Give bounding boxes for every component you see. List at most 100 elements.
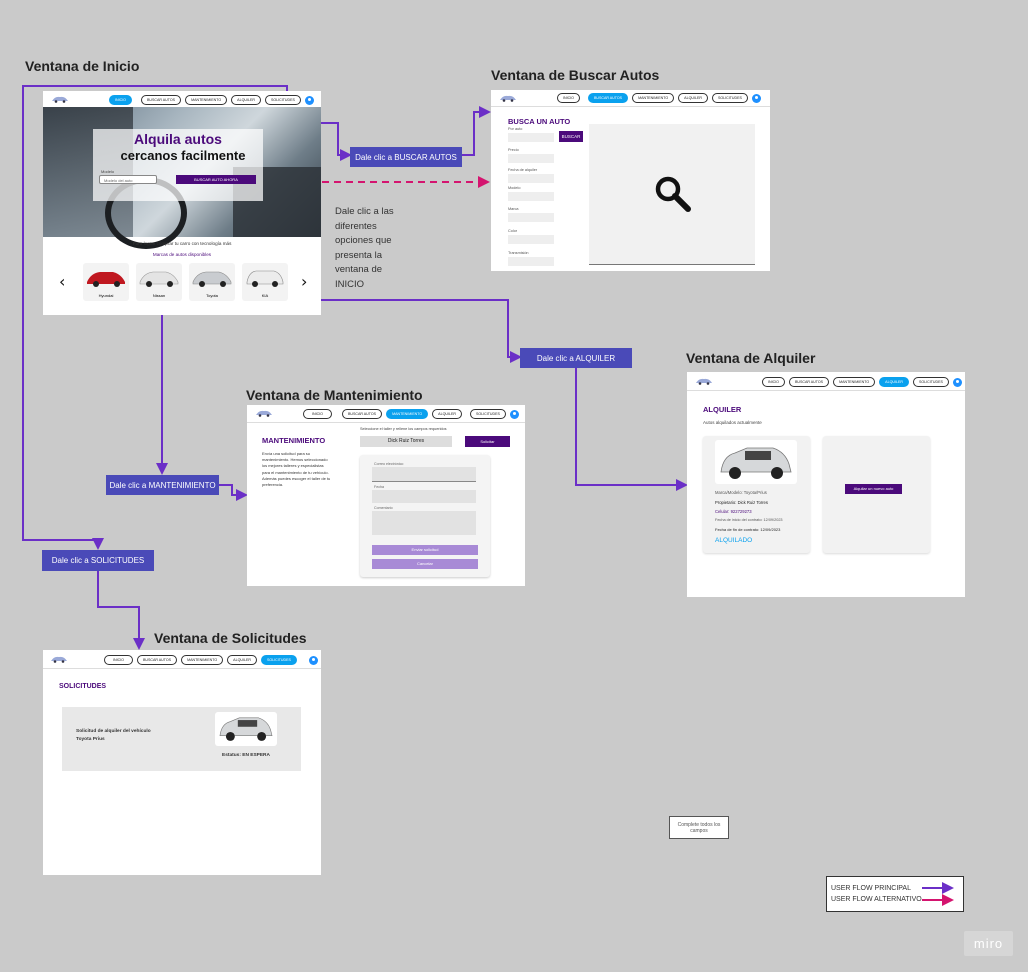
nav-alquiler[interactable]: ALQUILER [231,95,261,105]
car-card-4[interactable]: KIA [242,263,288,301]
nav-buscar[interactable]: BUSCAR AUTOS [788,377,830,387]
avatar-icon[interactable] [952,377,962,387]
comment-field[interactable] [372,511,476,535]
tagline: Para lograr comprar tu carro con tecnolo… [132,241,232,246]
results-panel [589,124,755,265]
title-inicio: Ventana de Inicio [25,58,140,74]
logo-icon [696,378,712,385]
car-card-3[interactable]: Toyota [189,263,235,301]
chevron-right-icon[interactable]: › [301,272,308,291]
car-name: KIA [261,293,269,298]
status-badge: ALQUILADO [715,537,753,544]
nav-solicitudes[interactable]: SOLICITUDES [264,95,301,105]
logo-icon [256,410,272,417]
label-solicitudes: Dale clic a SOLICITUDES [42,550,154,571]
alquiler-subheading: Autos alquilados actualmente [703,420,762,425]
email-field[interactable] [372,467,476,482]
label-buscar: Dale clic a BUSCAR AUTOS [350,147,462,167]
field-input[interactable] [508,213,554,222]
field-label: Marca [508,207,519,211]
alquiler-heading: ALQUILER [703,405,742,414]
title-buscar: Ventana de Buscar Autos [491,67,660,83]
nav-solicitudes[interactable]: SOLICITUDES [469,409,506,419]
request-card[interactable]: Solicitud de alquiler del vehículo Toyot… [62,707,301,771]
annotation-text: Dale clic a las diferentes opciones que … [335,206,394,290]
car-name: Toyota [206,293,218,298]
legend-alternativo: USER FLOW ALTERNATIVO [831,896,922,903]
field-input[interactable] [508,192,554,201]
model-input[interactable]: Modelo del auto [99,175,157,184]
hero-image: Alquila autos cercanos facilmente Modelo… [43,107,321,249]
search-car-button[interactable]: BUSCAR AUTO AHORA [176,175,256,184]
arrow-to-solicitudes-2 [97,571,145,650]
nav-mantenimiento[interactable]: MANTENIMIENTO [185,95,228,105]
nav-buscar[interactable]: BUSCAR AUTOS [140,95,182,105]
field-input[interactable] [508,174,554,183]
label-alquiler: Dale clic a ALQUILER [520,348,632,368]
car-name: Nissan [152,293,166,298]
car-card-1[interactable]: Hyundai [83,263,129,301]
nav-alquiler[interactable]: ALQUILER [678,93,708,103]
nav-buscar[interactable]: BUSCAR AUTOS [587,93,629,103]
nav-buscar[interactable]: BUSCAR AUTOS [341,409,383,419]
field-input[interactable] [508,133,554,142]
chevron-left-icon[interactable]: ‹ [59,272,66,291]
suv-icon [219,717,273,741]
legend: USER FLOW PRINCIPAL USER FLOW ALTERNATIV… [826,876,964,912]
avatar-icon[interactable] [509,409,519,419]
nav-solicitudes[interactable]: SOLICITUDES [260,655,297,665]
buscar-button[interactable]: BUSCAR [559,131,583,142]
arrow-to-alquiler [575,368,688,491]
field-label: Fecha de alquiler [508,168,538,172]
nav-mantenimiento[interactable]: MANTENIMIENTO [833,377,876,387]
field-label: Comentario [374,506,393,510]
submit-button[interactable]: Enviar solicitud [372,545,478,555]
nav-inicio[interactable]: INICIO [104,655,133,665]
nav-inicio[interactable]: INICIO [557,93,580,103]
arrow-to-mantenimiento [219,484,248,501]
nav-mantenimiento[interactable]: MANTENIMIENTO [181,655,224,665]
field-label: Precio [508,148,519,152]
cancel-button[interactable]: Cancelar [372,559,478,569]
alquiler-window: INICIO BUSCAR AUTOS MANTENIMIENTO ALQUIL… [687,372,965,597]
mantenimiento-description: Envía una solicitud para su mantenimient… [262,451,331,488]
buscar-window: INICIO BUSCAR AUTOS MANTENIMIENTO ALQUIL… [491,90,770,271]
rental-card[interactable]: Marca/Modelo: Toyota/Prius Propietario: … [703,436,810,553]
brands-title: Marcas de autos disponibles [152,252,212,257]
solicitar-button[interactable]: Solicitar [465,436,510,447]
avatar-icon[interactable] [751,93,761,103]
field-input[interactable] [508,154,554,163]
nav-solicitudes[interactable]: SOLICITUDES [912,377,949,387]
nav-alquiler[interactable]: ALQUILER [432,409,462,419]
car-card-2[interactable]: Nissan [136,263,182,301]
field-label: Color [508,229,518,233]
nav-buscar[interactable]: BUSCAR AUTOS [136,655,178,665]
inicio-window: INICIO BUSCAR AUTOS MANTENIMIENTO ALQUIL… [43,91,321,315]
nav-mantenimiento[interactable]: MANTENIMIENTO [386,409,429,419]
logo-icon [51,656,67,663]
nav-alquiler[interactable]: ALQUILER [227,655,257,665]
label-mantenimiento: Dale clic a MANTENIMIENTO [106,475,219,495]
date-field[interactable] [372,490,476,503]
avatar-icon[interactable] [308,655,318,665]
field-label: Fecha [374,485,384,489]
nav-inicio[interactable]: INICIO [762,377,785,387]
field-label: Por auto [508,127,523,131]
car-line: Marca/Modelo: Toyota/Prius [715,490,767,495]
search-icon [655,176,691,212]
new-rental-button[interactable]: Alquilar un nuevo auto [845,484,902,494]
workshop-select[interactable]: Dick Ruiz Torres [360,436,452,447]
miro-watermark: miro [964,931,1013,956]
field-input[interactable] [508,257,554,266]
request-text: Solicitud de alquiler del vehículo Toyot… [76,729,151,742]
nav-inicio[interactable]: INICIO [109,95,132,105]
nav-alquiler[interactable]: ALQUILER [879,377,909,387]
field-input[interactable] [508,235,554,244]
status-badge: Estatus: EN ESPERA [222,753,270,758]
nav-mantenimiento[interactable]: MANTENIMIENTO [632,93,675,103]
nav-solicitudes[interactable]: SOLICITUDES [711,93,748,103]
nav-inicio[interactable]: INICIO [303,409,332,419]
solicitudes-window: INICIO BUSCAR AUTOS MANTENIMIENTO ALQUIL… [43,650,321,875]
avatar-icon[interactable] [304,95,314,105]
silver-car-icon [192,271,232,287]
